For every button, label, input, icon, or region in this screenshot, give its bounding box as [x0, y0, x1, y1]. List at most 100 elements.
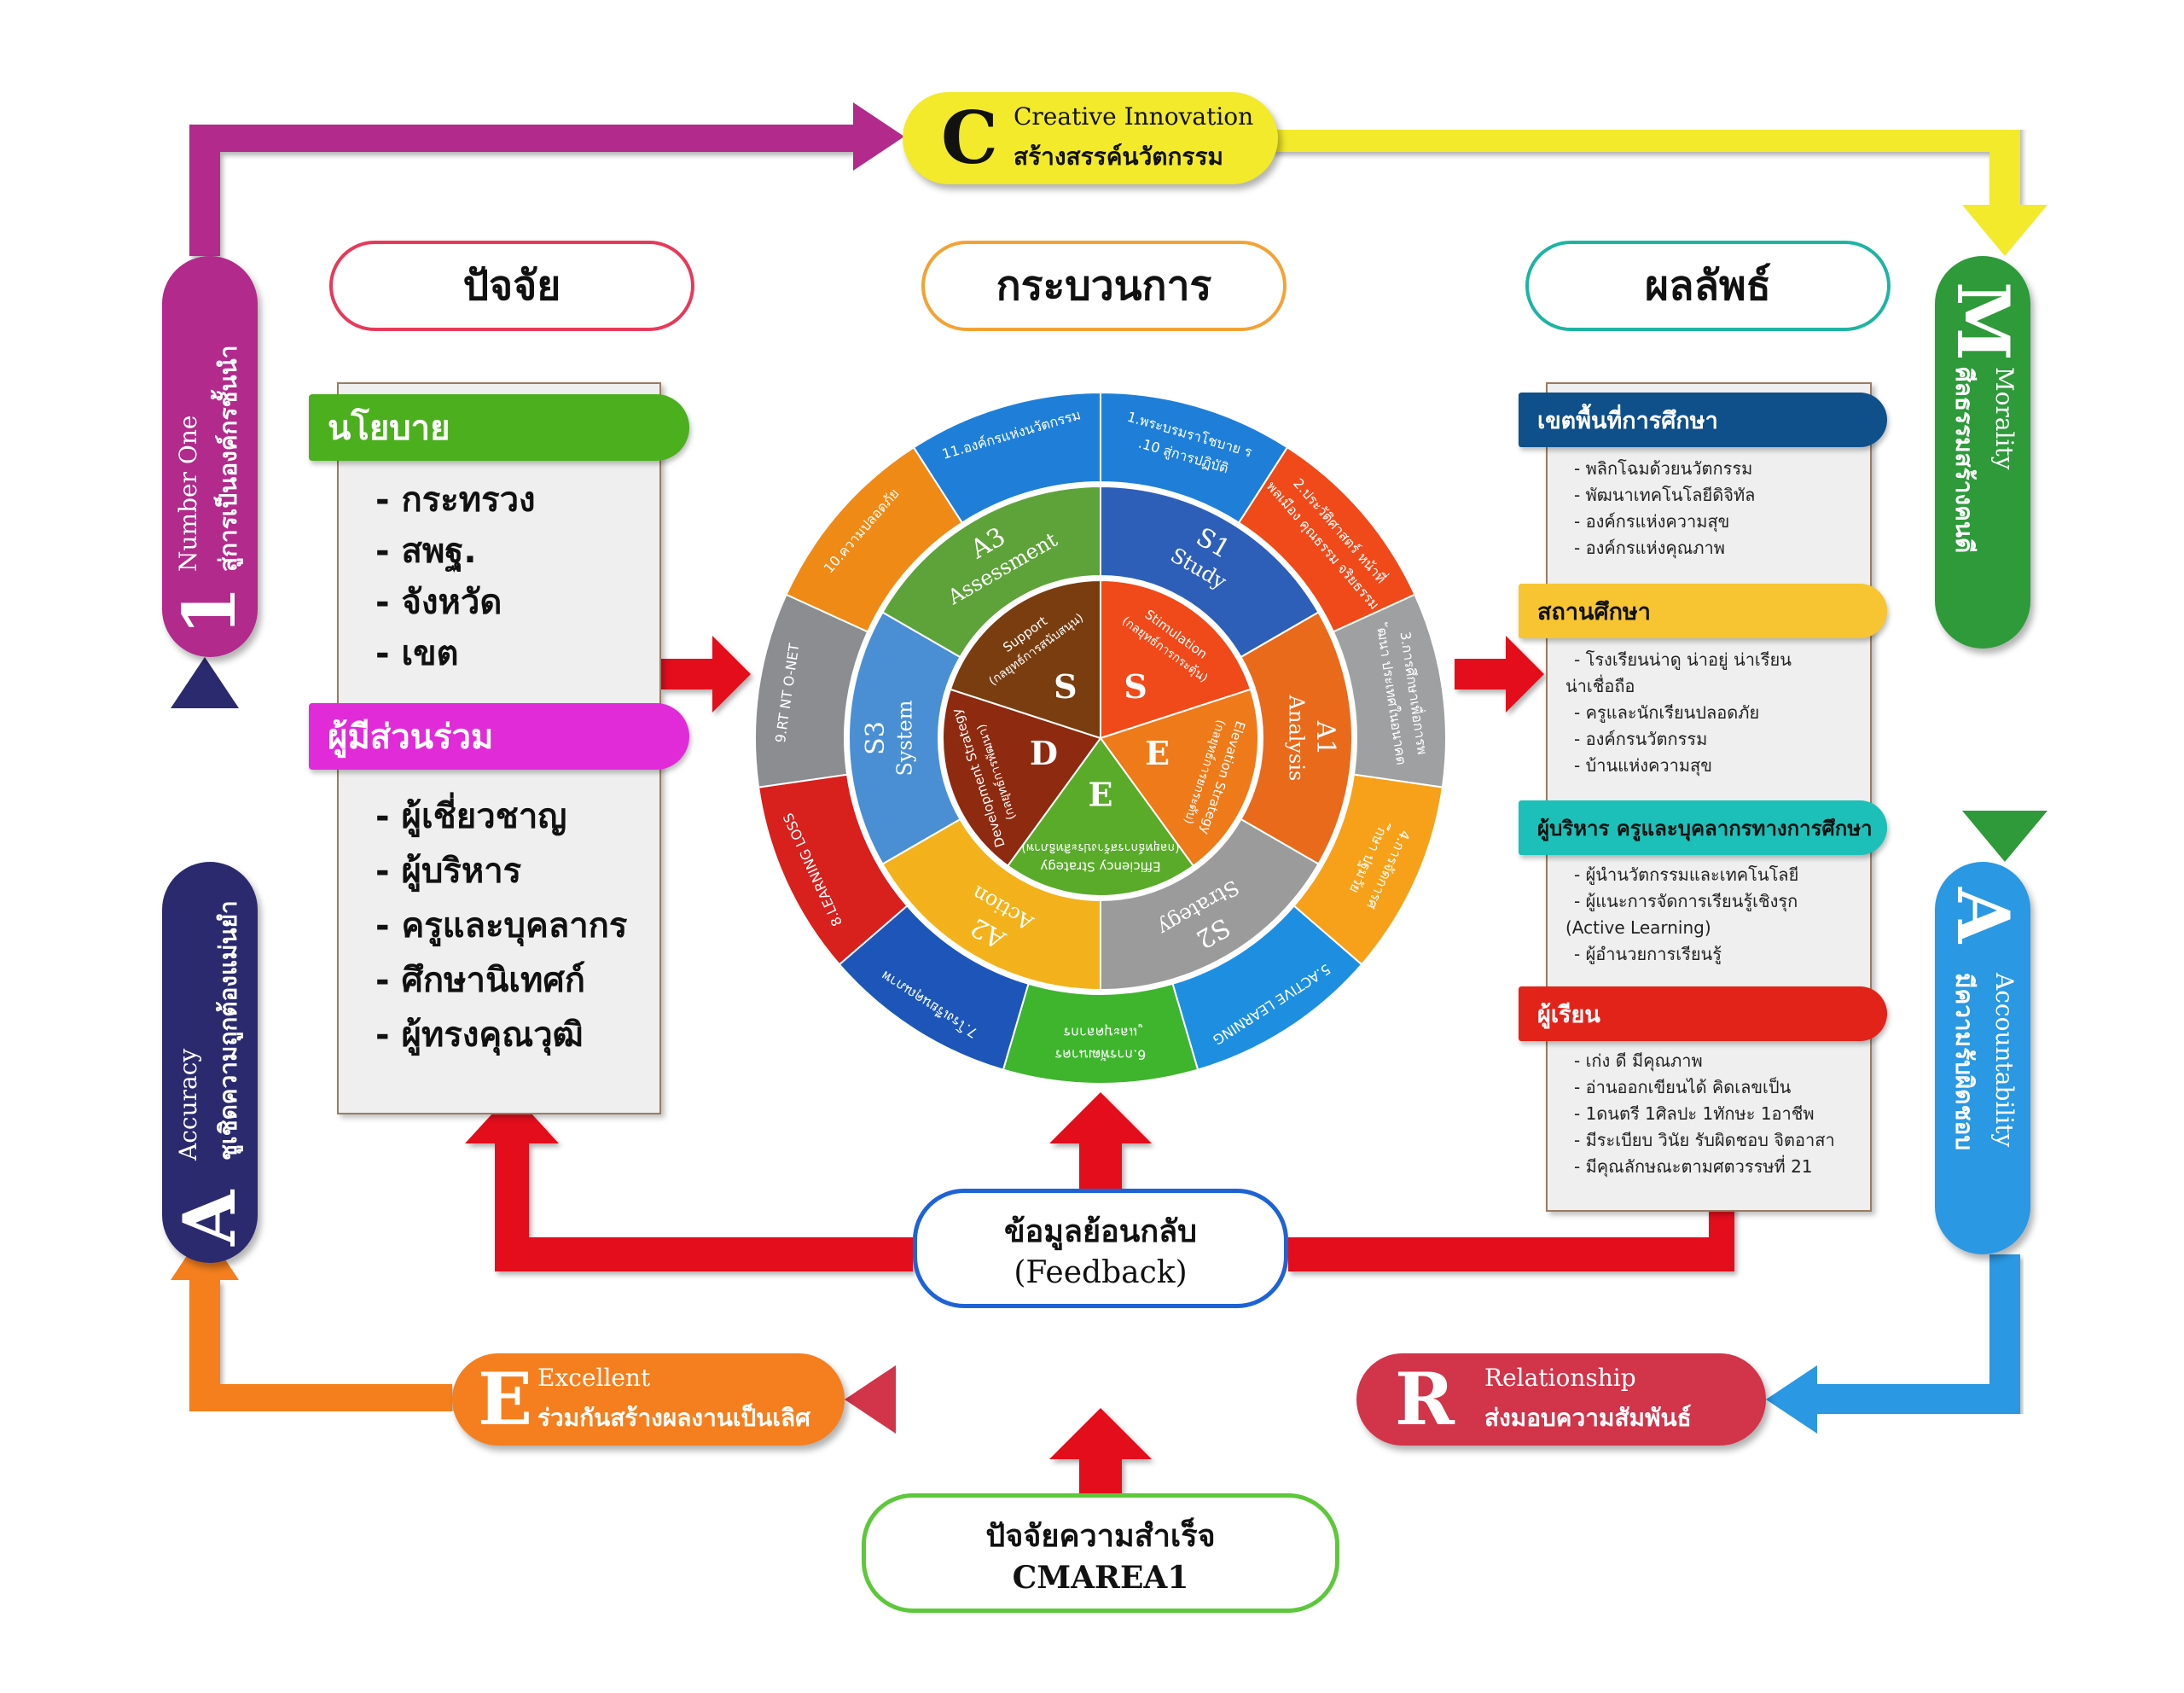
inner-segment-en: Efficiency Strategy	[1040, 859, 1160, 875]
capsule-m: M Morality ศีลธรรมสร้างคนดี	[1935, 256, 2030, 649]
success-title: ปัจจัยความสำเร็จ	[985, 1518, 1216, 1554]
capsule-r: R Relationship ส่งมอบความสัมพันธ์	[1356, 1353, 1766, 1446]
capsule-m-en: Morality	[1990, 367, 2018, 470]
capsule-c: C Creative Innovation สร้างสรรค์นวัตกรรม	[903, 92, 1278, 184]
arrow-e-to-a	[189, 1280, 452, 1415]
policy-item: - เขต	[375, 634, 459, 673]
capsule-r-en: Relationship	[1484, 1364, 1636, 1392]
results-list-staff: - ผู้นำนวัตกรรมและเทคโนโลยี - ผู้แนะการจ…	[1565, 862, 1799, 968]
arrowhead-e	[845, 1365, 896, 1434]
stakeholder-item: - ผู้เชี่ยวชาญ	[375, 797, 567, 836]
capsule-accuracy-en: Accuracy	[174, 1048, 202, 1161]
result-item: - มีคุณลักษณะตามศตวรรษที่ 21	[1574, 1156, 1813, 1177]
success-to-cycle	[1049, 1408, 1152, 1498]
result-item: - อ่านออกเขียนได้ คิดเลขเป็น	[1574, 1077, 1792, 1097]
middle-segment-code: A1	[1310, 720, 1340, 756]
arrowhead-one	[171, 657, 239, 708]
result-item: - ผู้นำนวัตกรรมและเทคโนโลยี	[1574, 864, 1799, 885]
capsule-e: E Excellent ร่วมกันสร้างผลงานเป็นเลิศ	[452, 1353, 845, 1446]
middle-segment-code: S3	[861, 721, 891, 755]
policy-banner: นโยบาย	[309, 394, 689, 461]
feedback-subtitle: (Feedback)	[1014, 1255, 1188, 1290]
results-panel	[1546, 382, 1872, 1212]
capsule-e-en: Excellent	[537, 1364, 651, 1392]
arrow-c-to-m	[1271, 121, 2020, 205]
policy-item: - กระทรวง	[375, 480, 536, 520]
stakeholders-banner: ผู้มีส่วนร่วม	[309, 703, 689, 770]
feedback-to-process	[1049, 1092, 1152, 1195]
capsule-e-th: ร่วมกันสร้างผลงานเป็นเลิศ	[537, 1404, 810, 1432]
result-item: - องค์กรนวัตกรรม	[1574, 729, 1708, 749]
result-item: - องค์กรแห่งความสุข	[1574, 511, 1730, 532]
capsule-one: 1 Number One สู่การเป็นองค์กรชั้นนำ	[162, 256, 258, 657]
inner-segment	[949, 579, 1101, 740]
arrowhead-c	[853, 102, 904, 171]
success-subtitle: CMAREA1	[1012, 1559, 1189, 1596]
header-results: ผลลัพธ์	[1525, 241, 1891, 331]
capsule-accountability-en: Accountability	[1990, 973, 2018, 1148]
inner-segment	[942, 688, 1102, 868]
middle-segment-name: Analysis	[1285, 695, 1309, 782]
stakeholder-item: - ครูและบุคลากร	[375, 906, 628, 945]
results-list-learners: - เก่ง ดี มีคุณภาพ - อ่านออกเขียนได้ คิด…	[1574, 1048, 1835, 1180]
feedback-box: ข้อมูลย้อนกลับ (Feedback)	[913, 1189, 1288, 1308]
stakeholders-list: - ผู้เชี่ยวชาญ - ผู้บริหาร - ครูและบุคลา…	[375, 789, 627, 1062]
capsule-accuracy: A Accuracy ชูเชิดความถูกต้องแม่นยำ	[162, 862, 258, 1263]
arrow-a-to-r	[1817, 1254, 2020, 1415]
policy-item: - สพฐ.	[375, 532, 477, 571]
inner-segment-th: (กลยุทธ์การสร้างประสิทธิภาพ)	[1021, 841, 1179, 855]
inner-segment	[1100, 579, 1252, 740]
feedback-title: ข้อมูลย้อนกลับ	[1003, 1214, 1198, 1249]
inner-segment	[1099, 688, 1259, 868]
result-item: - องค์กรแห่งคุณภาพ	[1574, 538, 1725, 558]
policy-item: - จังหวัด	[375, 583, 502, 622]
results-banner-school: สถานศึกษา	[1519, 584, 1887, 638]
outer-segment	[912, 391, 1101, 525]
policy-list: - กระทรวง - สพฐ. - จังหวัด - เขต	[375, 474, 536, 679]
inner-segment-letter: E	[1089, 776, 1113, 814]
middle-segment	[881, 485, 1101, 659]
stakeholder-item: - ศึกษานิเทศก์	[375, 961, 585, 1000]
capsule-accuracy-letter: A	[167, 1190, 252, 1246]
result-item: - พลิกโฉมด้วยนวัตกรรม	[1574, 458, 1753, 479]
capsule-m-letter: M	[1941, 282, 2025, 361]
middle-segment-name: System	[893, 700, 917, 776]
capsule-one-letter: 1	[167, 585, 252, 636]
result-item: น่าเชื่อถือ	[1565, 676, 1635, 696]
stakeholder-item: - ผู้บริหาร	[375, 852, 522, 891]
result-item: - ครูและนักเรียนปลอดภัย	[1574, 702, 1760, 723]
result-item: - ผู้แนะการจัดการเรียนรู้เชิงรุก	[1574, 891, 1798, 911]
inner-segment	[1006, 736, 1195, 897]
arrowhead-m	[1962, 205, 2048, 256]
feedback-to-factors	[465, 1092, 913, 1271]
capsule-accountability-letter: A	[1941, 887, 2025, 944]
capsule-c-letter: C	[941, 96, 998, 180]
inner-segment-letter: D	[1030, 734, 1058, 772]
arrow-process-to-results	[1455, 636, 1544, 713]
capsule-accuracy-th: ชูเชิดความถูกต้องแม่นยำ	[214, 900, 242, 1161]
arrow-factors-to-process	[661, 636, 751, 713]
capsule-r-th: ส่งมอบความสัมพันธ์	[1484, 1404, 1692, 1432]
result-item: (Active Learning)	[1565, 917, 1711, 938]
results-list-district: - พลิกโฉมด้วยนวัตกรรม - พัฒนาเทคโนโลยีดิ…	[1574, 456, 1755, 561]
outer-segment-label: ูและบุคลากร	[1063, 1024, 1142, 1041]
outer-segment-label: 6.การพัฒนาคร	[1054, 1047, 1146, 1063]
result-item: - มีระเบียบ วินัย รับผิดชอบ จิตอาสา	[1574, 1130, 1835, 1150]
results-banner-staff: ผู้บริหาร ครูและบุคลากรทางการศึกษา	[1519, 800, 1887, 855]
result-item: - ผู้อำนวยการเรียนรู้	[1574, 944, 1722, 964]
inner-segment-letter: S	[1124, 667, 1147, 706]
capsule-c-th: สร้างสรรค์นวัตกรรม	[1014, 143, 1223, 171]
results-list-school: - โรงเรียนน่าดู น่าอยู่ น่าเรียน น่าเชื่…	[1565, 647, 1792, 779]
inner-segment-letter: S	[1054, 667, 1077, 706]
result-item: - พัฒนาเทคโนโลยีดิจิทัล	[1574, 485, 1756, 505]
arrowhead-a-right	[1962, 811, 2048, 862]
results-banner-learners: ผู้เรียน	[1519, 986, 1887, 1041]
inner-segment-letter: E	[1145, 734, 1170, 772]
capsule-one-en: Number One	[174, 415, 202, 572]
header-factors: ปัจจัย	[329, 241, 694, 331]
header-process: กระบวนการ	[921, 241, 1287, 331]
feedback-loop	[1288, 1203, 1734, 1271]
arrow-one-to-c	[189, 121, 853, 256]
capsule-one-th: สู่การเป็นองค์กรชั้นนำ	[214, 345, 242, 572]
process-wheel: 1.พระบรมราโชบาย ร.10 สู่การปฏิบัติ2.ประว…	[751, 388, 1450, 1088]
